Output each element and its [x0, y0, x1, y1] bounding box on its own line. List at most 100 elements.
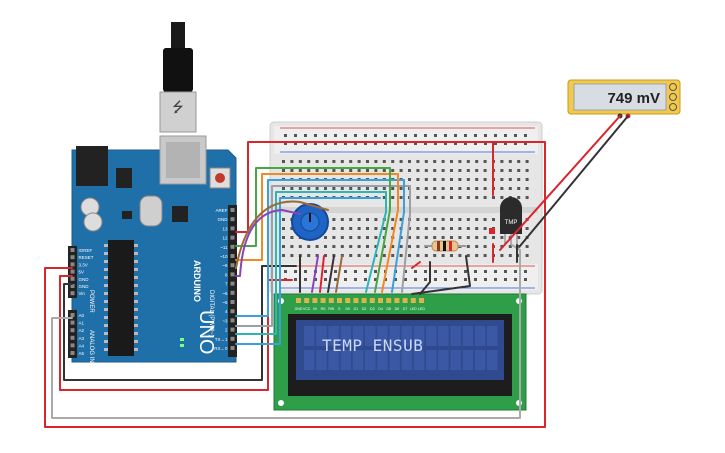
breadboard-hole[interactable] — [500, 187, 504, 190]
breadboard-hole[interactable] — [500, 178, 504, 181]
header-pin[interactable] — [230, 346, 235, 350]
rail-hole[interactable] — [494, 134, 497, 137]
breadboard-hole[interactable] — [332, 218, 336, 221]
rail-hole[interactable] — [394, 278, 397, 281]
breadboard-hole[interactable] — [349, 254, 353, 257]
breadboard-hole[interactable] — [416, 254, 420, 257]
rail-hole[interactable] — [294, 134, 297, 137]
terminal-a-icon[interactable] — [669, 83, 677, 91]
breadboard-hole[interactable] — [366, 160, 369, 163]
breadboard-hole[interactable] — [399, 218, 403, 221]
breadboard-hole[interactable] — [475, 178, 479, 181]
wire-d12[interactable] — [235, 167, 391, 247]
breadboard-hole[interactable] — [458, 187, 462, 190]
breadboard-hole[interactable] — [391, 160, 395, 163]
breadboard-hole[interactable] — [475, 187, 479, 190]
wire-resistor-red[interactable] — [411, 261, 421, 269]
breadboard-hole[interactable] — [391, 254, 395, 257]
breadboard-hole[interactable] — [382, 254, 386, 257]
breadboard-hole[interactable] — [416, 196, 420, 199]
breadboard-hole[interactable] — [416, 236, 420, 239]
breadboard-hole[interactable] — [391, 169, 395, 172]
breadboard-hole[interactable] — [366, 169, 369, 172]
breadboard-hole[interactable] — [450, 169, 453, 172]
breadboard-hole[interactable] — [282, 169, 285, 172]
breadboard-hole[interactable] — [282, 254, 285, 257]
breadboard-hole[interactable] — [416, 218, 420, 221]
rail-hole[interactable] — [434, 134, 437, 137]
breadboard-hole[interactable] — [399, 254, 403, 257]
rail-hole[interactable] — [444, 142, 447, 145]
breadboard-hole[interactable] — [366, 218, 369, 221]
breadboard-hole[interactable] — [450, 160, 453, 163]
breadboard-hole[interactable] — [290, 169, 294, 172]
rail-hole[interactable] — [364, 270, 367, 273]
header-pin[interactable] — [230, 336, 235, 341]
breadboard-hole[interactable] — [500, 196, 504, 199]
breadboard-hole[interactable] — [282, 236, 285, 239]
rail-hole[interactable] — [294, 270, 297, 273]
breadboard-hole[interactable] — [483, 218, 487, 221]
breadboard-hole[interactable] — [307, 254, 311, 257]
rail-hole[interactable] — [354, 270, 357, 273]
rail-hole[interactable] — [334, 142, 337, 145]
lcd-pin[interactable] — [312, 298, 318, 303]
rail-hole[interactable] — [304, 134, 307, 137]
wire-d3[interactable] — [235, 191, 387, 335]
resistor[interactable] — [424, 240, 466, 252]
breadboard-hole[interactable] — [475, 160, 479, 163]
breadboard-hole[interactable] — [340, 218, 344, 221]
breadboard-hole[interactable] — [298, 187, 302, 190]
breadboard-hole[interactable] — [408, 169, 411, 172]
breadboard-hole[interactable] — [324, 254, 327, 257]
breadboard-hole[interactable] — [458, 178, 462, 181]
breadboard-hole[interactable] — [290, 236, 294, 239]
rail-hole[interactable] — [304, 270, 307, 273]
arduino-uno-board[interactable]: ARDUINO UNO POWER ANALOG IN DIGITAL (PWM… — [68, 135, 237, 363]
rail-hole[interactable] — [304, 142, 307, 145]
header-pin[interactable] — [230, 235, 235, 240]
breadboard-hole[interactable] — [433, 236, 437, 239]
breadboard-hole[interactable] — [332, 160, 336, 163]
wire-lcd-d5[interactable] — [391, 179, 405, 293]
breadboard-hole[interactable] — [298, 160, 302, 163]
breadboard-hole[interactable] — [349, 187, 353, 190]
rail-hole[interactable] — [454, 142, 457, 145]
breadboard-hole[interactable] — [525, 196, 529, 199]
rail-hole[interactable] — [324, 270, 327, 273]
breadboard-hole[interactable] — [492, 236, 495, 239]
rail-hole[interactable] — [284, 270, 287, 273]
rail-hole[interactable] — [464, 278, 467, 281]
rail-hole[interactable] — [374, 134, 377, 137]
lcd-pin[interactable] — [328, 298, 334, 303]
header-pin[interactable] — [230, 318, 235, 323]
breadboard-hole[interactable] — [408, 245, 411, 248]
rail-hole[interactable] — [524, 278, 527, 281]
breadboard-hole[interactable] — [408, 178, 411, 181]
breadboard-hole[interactable] — [483, 254, 487, 257]
rail-hole[interactable] — [404, 134, 407, 137]
header-pin[interactable] — [70, 351, 75, 355]
rail-hole[interactable] — [464, 134, 467, 137]
lcd-pin[interactable] — [320, 298, 326, 303]
breadboard-hole[interactable] — [382, 160, 386, 163]
breadboard-hole[interactable] — [508, 254, 512, 257]
rail-hole[interactable] — [434, 142, 437, 145]
rail-hole[interactable] — [494, 278, 497, 281]
breadboard-hole[interactable] — [399, 160, 403, 163]
rail-hole[interactable] — [414, 270, 417, 273]
breadboard-hole[interactable] — [441, 227, 445, 230]
rail-hole[interactable] — [284, 142, 287, 145]
breadboard-hole[interactable] — [382, 169, 386, 172]
breadboard-hole[interactable] — [441, 160, 445, 163]
lcd-pin[interactable] — [410, 298, 416, 303]
breadboard-hole[interactable] — [433, 196, 437, 199]
breadboard-hole[interactable] — [307, 160, 311, 163]
lcd-pin[interactable] — [337, 298, 342, 303]
breadboard-hole[interactable] — [357, 227, 361, 230]
breadboard-hole[interactable] — [466, 218, 470, 221]
breadboard-hole[interactable] — [391, 245, 395, 248]
breadboard-hole[interactable] — [441, 169, 445, 172]
rail-hole[interactable] — [294, 278, 297, 281]
breadboard-hole[interactable] — [332, 169, 336, 172]
